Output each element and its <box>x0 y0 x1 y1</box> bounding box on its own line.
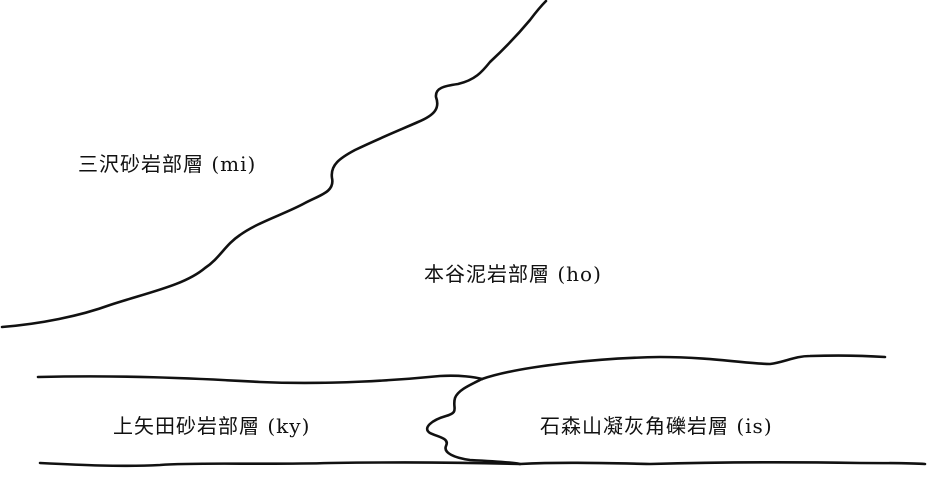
unit-label-is: 石森山凝灰角礫岩層 (is) <box>540 414 773 438</box>
boundary-ky-is <box>425 377 522 466</box>
boundary-is-top <box>480 354 887 381</box>
boundary-bottom <box>38 461 927 468</box>
unit-label-mi: 三沢砂岩部層 (mi) <box>78 152 257 176</box>
unit-label-ho: 本谷泥岩部層 (ho) <box>424 262 602 286</box>
unit-label-ky: 上矢田砂岩部層 (ky) <box>113 414 311 438</box>
boundary-mi-ho <box>0 0 548 329</box>
boundary-ky-top <box>36 374 484 385</box>
